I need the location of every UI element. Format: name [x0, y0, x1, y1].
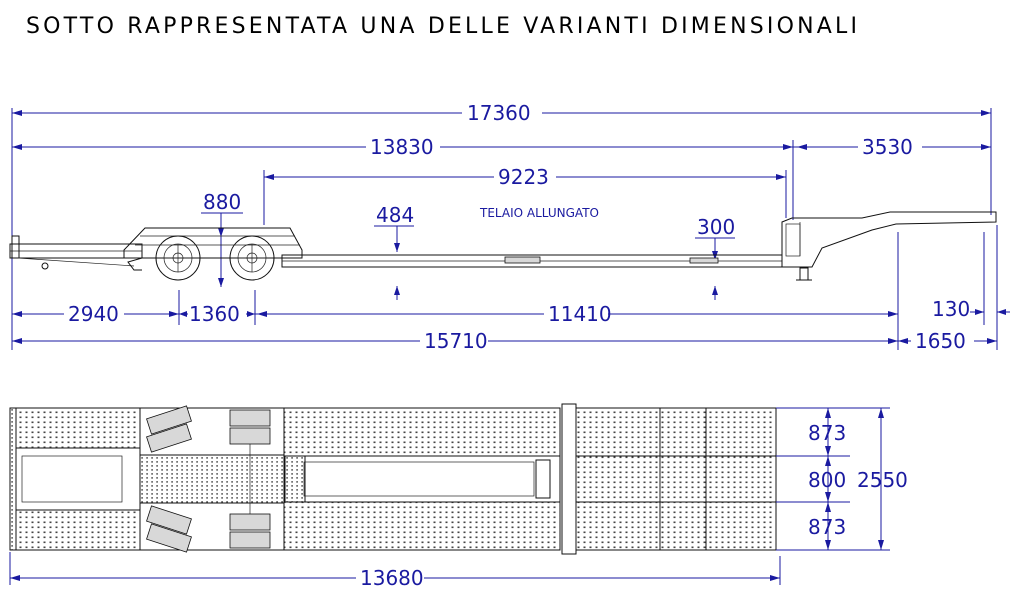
front-axle-wheel	[229, 235, 275, 281]
drawing-title: SOTTO RAPPRESENTATA UNA DELLE VARIANTI D…	[26, 14, 860, 39]
dim-label-front-deck-height: 300	[697, 215, 735, 239]
dim-front-deck-height: 300	[695, 215, 735, 300]
dim-deck-height: 484	[374, 203, 414, 300]
dim-label-front-length: 1650	[915, 329, 966, 353]
dim-side-width-top: 873	[808, 408, 846, 456]
dim-axle-group: 1360	[179, 302, 255, 326]
dim-label-platform-length: 13680	[360, 566, 424, 590]
dim-label-overall-width: 2550	[857, 468, 908, 492]
dim-chassis-length: 15710	[12, 329, 898, 353]
side-dimensions: 17360 13830 3530 9223 880	[11, 101, 1010, 353]
dim-label-deck-height: 484	[376, 203, 414, 227]
top-dimensions: 873 800 873 2550	[9, 407, 908, 590]
dim-length-to-gooseneck: 13830	[12, 135, 793, 159]
dim-center-span: 11410	[255, 302, 898, 326]
dim-label-axle-height: 880	[203, 190, 241, 214]
dim-label-axle-group: 1360	[189, 302, 240, 326]
dim-axle-height: 880	[201, 190, 243, 287]
rear-wheel-set	[146, 405, 192, 553]
dim-platform-length: 13680	[9, 552, 781, 590]
dim-label-side-width-top: 873	[808, 421, 846, 445]
dim-side-width-bottom: 873	[808, 502, 846, 550]
dim-label-overall-length: 17360	[467, 101, 531, 125]
dim-front-length: 1650	[898, 329, 997, 353]
dim-label-side-width-bottom: 873	[808, 515, 846, 539]
dim-label-deck-length: 9223	[498, 165, 549, 189]
trailer-top-view	[9, 403, 777, 555]
dim-label-chassis-length: 15710	[424, 329, 488, 353]
dim-label-rear-overhang: 2940	[68, 302, 119, 326]
dim-center-width: 800	[808, 456, 846, 502]
dim-label-length-to-gooseneck: 13830	[370, 135, 434, 159]
dim-front-offset: 130	[932, 297, 1010, 321]
frame-note: TELAIO ALLUNGATO	[479, 206, 599, 220]
trailer-side-view	[9, 211, 997, 281]
dim-gooseneck-length: 3530	[793, 135, 991, 159]
dim-deck-length: 9223	[264, 165, 786, 189]
dim-overall-length: 17360	[12, 101, 991, 125]
front-wheel-set	[229, 409, 271, 549]
dim-label-center-span: 11410	[548, 302, 612, 326]
rear-axle-wheel	[155, 235, 201, 281]
dim-overall-width: 2550	[857, 408, 908, 550]
dim-label-center-width: 800	[808, 468, 846, 492]
dim-label-front-offset: 130	[932, 297, 970, 321]
dim-rear-overhang: 2940	[12, 302, 179, 326]
dim-label-gooseneck-length: 3530	[862, 135, 913, 159]
